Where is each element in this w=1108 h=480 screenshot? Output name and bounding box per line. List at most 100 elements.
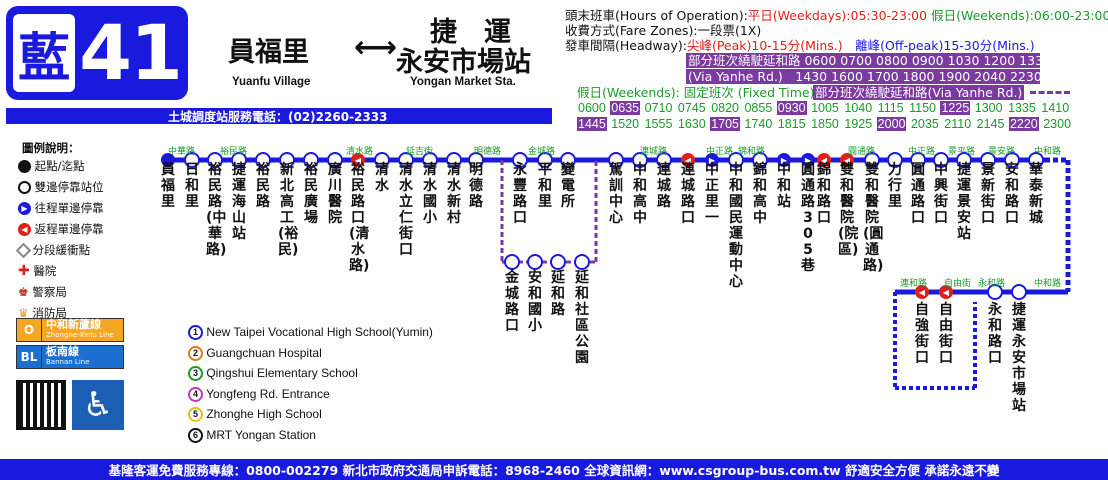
terminal-to-prefix: 捷 運	[430, 17, 511, 48]
weekend-time: 1705	[710, 117, 740, 131]
bus-stop[interactable]	[910, 152, 926, 168]
stop-name: 錦和高中	[753, 162, 767, 226]
headway-label: 發車間隔(Headway):	[565, 38, 687, 53]
bus-stop[interactable]	[446, 152, 462, 168]
bus-stop[interactable]	[933, 152, 949, 168]
stop-name: 圓通路305巷	[801, 162, 815, 274]
bus-stop[interactable]	[422, 152, 438, 168]
bus-stop[interactable]: ◀	[817, 153, 831, 167]
stop-name: 安和路口	[1005, 162, 1019, 226]
detour-stop[interactable]	[504, 254, 520, 270]
bus-stop[interactable]	[255, 152, 271, 168]
stop-name: 永和路口	[988, 302, 1002, 366]
weekend-time: 1335	[1008, 101, 1036, 115]
bus-stop[interactable]	[374, 152, 390, 168]
stop-name: 駕訓中心	[609, 162, 623, 226]
landmark-item: 3 Qingshui Elementary School	[188, 363, 433, 384]
stop-name: 清水	[375, 162, 389, 194]
bus-stop[interactable]: ◀	[840, 153, 854, 167]
bus-stop[interactable]: ◀	[939, 285, 953, 299]
svg-text:▶: ▶	[709, 156, 716, 165]
bus-stop[interactable]	[184, 152, 200, 168]
bus-stop[interactable]	[887, 152, 903, 168]
legend-item: ♚ 警察局	[18, 282, 104, 303]
bus-stop[interactable]	[956, 152, 972, 168]
bus-stop[interactable]	[327, 152, 343, 168]
qr-code[interactable]	[16, 380, 66, 430]
road-label: 自由街	[944, 279, 972, 289]
legend-item-label: 返程單邊停靠	[34, 222, 104, 236]
bus-stop[interactable]	[279, 152, 295, 168]
legend-item-label: 消防局	[32, 306, 67, 320]
road-label: 清水路	[346, 147, 374, 157]
landmark-number-icon: 5	[188, 407, 203, 423]
road-label: 景平路	[948, 147, 976, 157]
bus-stop[interactable]	[398, 152, 414, 168]
weekend-time: 0635	[610, 101, 641, 115]
stop-name: 自強街口	[915, 302, 929, 366]
bus-stop[interactable]: ▶	[801, 153, 815, 167]
bus-stop[interactable]	[161, 153, 175, 167]
bus-stop[interactable]: ▶	[705, 153, 719, 167]
detour-stop-name: 延和社區公園	[575, 270, 589, 366]
landmark-number-icon: 2	[188, 345, 203, 361]
bus-stop[interactable]	[1004, 152, 1020, 168]
weekend-time: 1115	[877, 101, 904, 115]
bus-stop[interactable]	[1028, 152, 1044, 168]
road-label: 連城路	[640, 147, 668, 157]
road-label: 中正路	[908, 147, 936, 157]
peak-headway: 尖峰(Peak)10-15分(Mins.)	[686, 38, 843, 53]
hours-label: 頭末班車(Hours of Operation):	[565, 8, 748, 23]
wheelchair-icon: ♿	[72, 380, 124, 430]
detour-stop[interactable]	[574, 254, 590, 270]
stop-name: 連城路	[657, 162, 671, 210]
landmark-item: 2 Guangchuan Hospital	[188, 343, 433, 364]
stop-name: 中和國民運動中心	[729, 162, 743, 290]
stop-name: 捷運海山站	[232, 162, 246, 242]
bus-stop[interactable]	[752, 152, 768, 168]
legend-item: ◀ 返程單邊停靠	[18, 219, 104, 240]
bus-stop[interactable]	[608, 152, 624, 168]
bus-stop[interactable]	[512, 152, 528, 168]
bus-stop[interactable]: ◀	[681, 153, 695, 167]
bus-stop[interactable]	[207, 152, 223, 168]
legend-item: ✚ 醫院	[18, 261, 104, 282]
bus-stop[interactable]	[560, 152, 576, 168]
stop-name: 廣川醫院	[328, 162, 342, 226]
weekend-time: 0930	[776, 101, 807, 115]
stop-name: 中和高中	[633, 162, 647, 226]
headway-row: 發車間隔(Headway):尖峰(Peak)10-15分(Mins.) 離峰(O…	[565, 38, 1035, 53]
weekend-hours: 假日(Weekends):06:00-23:00	[931, 8, 1108, 23]
bus-stop[interactable]	[728, 152, 744, 168]
stop-name: 連城路口	[681, 162, 695, 226]
svg-text:▶: ▶	[805, 156, 812, 165]
stop-name: 景新街口	[981, 162, 995, 226]
bus-stop[interactable]	[632, 152, 648, 168]
stop-name: 自由街口	[939, 302, 953, 366]
station-phone-bar: 土城調度站服務電話：(02)2260-2333	[6, 108, 552, 124]
bus-stop[interactable]	[231, 152, 247, 168]
bus-stop[interactable]	[303, 152, 319, 168]
stop-name: 平和里	[538, 162, 552, 210]
bus-stop[interactable]: ◀	[351, 153, 365, 167]
legend-item: ♛ 消防局	[18, 303, 104, 324]
bus-stop[interactable]	[1011, 284, 1027, 300]
detour-stop[interactable]	[550, 254, 566, 270]
bus-stop[interactable]	[864, 152, 880, 168]
weekend-time: 1520	[611, 117, 640, 131]
bus-stop[interactable]	[987, 284, 1003, 300]
bus-stop[interactable]	[656, 152, 672, 168]
landmark-number-icon: 3	[188, 366, 203, 382]
weekend-time: 1300	[974, 101, 1003, 115]
bus-stop[interactable]: ◀	[915, 285, 929, 299]
bus-stop[interactable]	[537, 152, 553, 168]
mrt-line-en: Bannan Line	[46, 358, 90, 366]
terminal-dot-icon	[18, 159, 31, 173]
bus-stop[interactable]: ▶	[777, 153, 791, 167]
bus-stop[interactable]	[468, 152, 484, 168]
bus-stop[interactable]	[980, 152, 996, 168]
terminal-to-zh: 永安市場站	[396, 47, 531, 78]
legend-item: ▶ 往程單邊停靠	[18, 198, 104, 219]
landmark-item: 1 New Taipei Vocational High School(Yumi…	[188, 322, 433, 343]
detour-stop[interactable]	[527, 254, 543, 270]
